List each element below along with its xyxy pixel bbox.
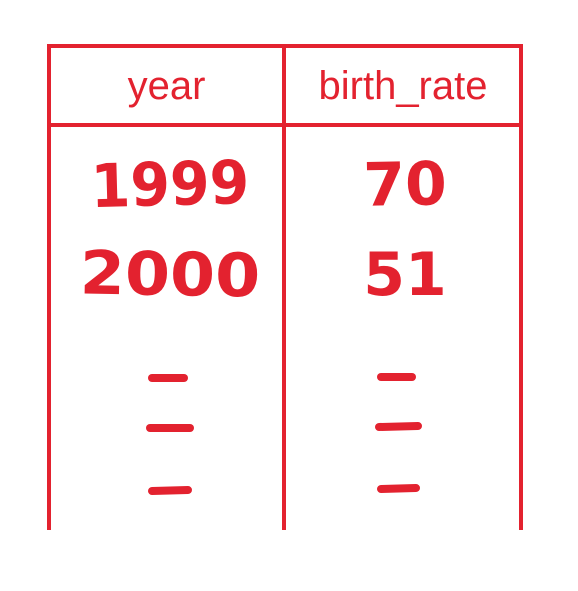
- ellipsis-dash-year-3: [148, 486, 192, 495]
- cell-birth-rate-row-2: 51: [363, 240, 447, 310]
- ellipsis-dash-rate-2: [375, 422, 422, 431]
- column-header-year: year: [127, 64, 206, 108]
- column-header-birth-rate: birth_rate: [318, 64, 488, 108]
- cell-year-row-1: 1999: [89, 147, 251, 223]
- ellipsis-dash-rate-3: [377, 484, 420, 493]
- cell-year-row-2: 2000: [79, 238, 261, 312]
- cell-birth-rate-row-1: 70: [362, 149, 448, 221]
